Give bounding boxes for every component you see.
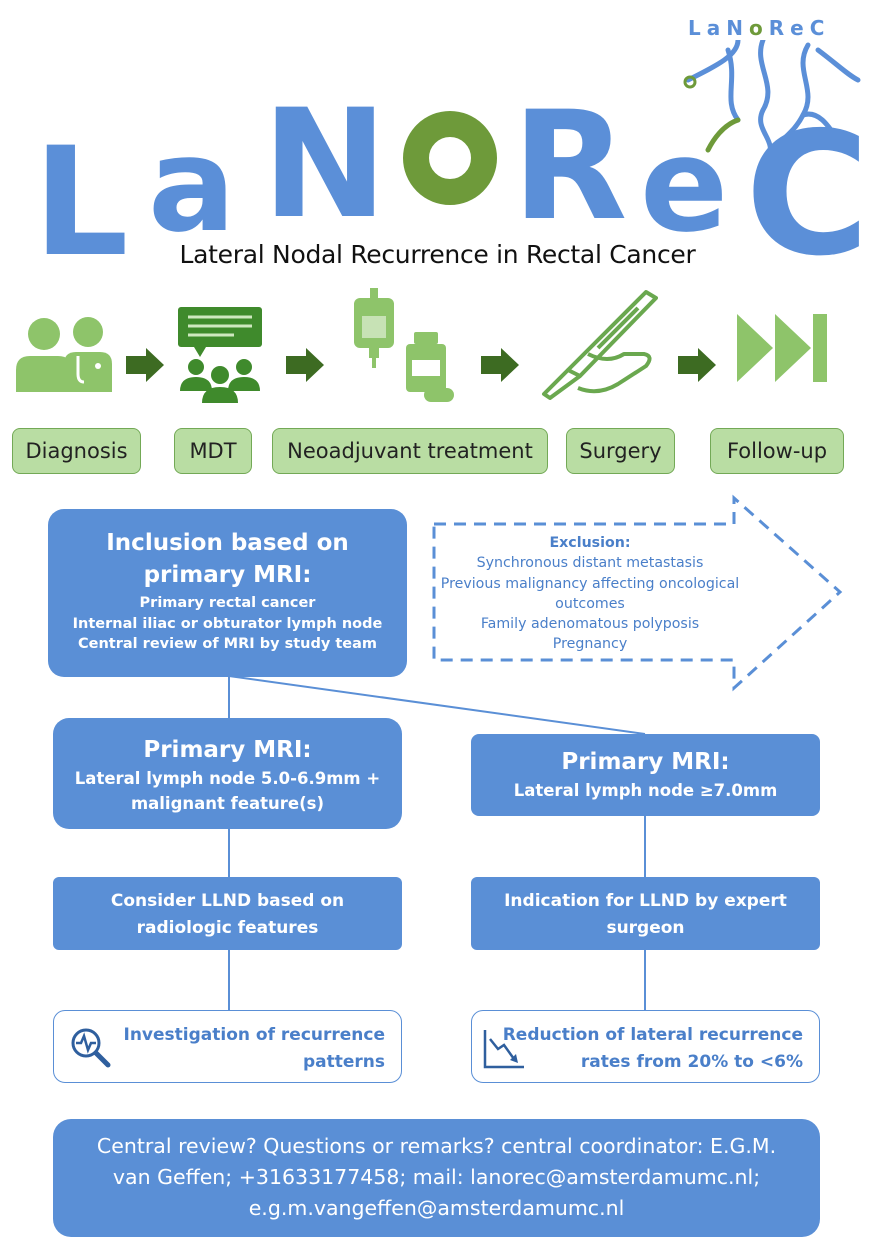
- logo-letter-a: a: [148, 109, 236, 261]
- lymph-vessels-logo-icon: [683, 40, 861, 161]
- left-action-box: Consider LLND based on radiologic featur…: [53, 877, 402, 950]
- left-outcome-line-2: patterns: [302, 1052, 385, 1072]
- logo-letter-r: R: [512, 80, 628, 254]
- small-logo-part-1: LaN: [688, 16, 749, 40]
- team-meeting-icon: [178, 307, 262, 403]
- arrow-3-icon: [481, 348, 519, 382]
- fast-forward-icon: [737, 314, 827, 382]
- footer-line-3: e.g.m.vangeffen@amsterdamumc.nl: [248, 1196, 625, 1220]
- step-diagnosis: Diagnosis: [12, 428, 141, 474]
- logo-letter-o-circle: [403, 111, 497, 205]
- step-mdt: MDT: [174, 428, 252, 474]
- exclusion-text: Exclusion: Synchronous distant metastasi…: [440, 533, 740, 655]
- left-action-line-1: Consider LLND based on: [110, 891, 345, 911]
- contact-footer: Central review? Questions or remarks? ce…: [53, 1119, 820, 1237]
- inclusion-item-3: Central review of MRI by study team: [77, 636, 378, 652]
- left-mri-box: Primary MRI: Lateral lymph node 5.0-6.9m…: [53, 718, 402, 829]
- inclusion-title-2: primary MRI:: [143, 562, 312, 588]
- scalpel-hand-icon: [542, 290, 658, 400]
- arrow-1-icon: [126, 348, 164, 382]
- magnifier-pulse-icon: [71, 1028, 111, 1068]
- step-surgery: Surgery: [566, 428, 675, 474]
- left-mri-line-2: malignant feature(s): [130, 794, 325, 813]
- exclusion-item-3: outcomes: [555, 595, 625, 612]
- right-outcome-line-1: Reduction of lateral recurrence: [502, 1025, 803, 1045]
- left-action-line-2: radiologic features: [136, 918, 319, 938]
- right-mri-line-1: Lateral lymph node ≥7.0mm: [513, 781, 778, 800]
- small-logo-text: LaNoReC: [688, 16, 830, 40]
- footer-line-1: Central review? Questions or remarks? ce…: [96, 1134, 777, 1158]
- inclusion-item-1: Primary rectal cancer: [139, 595, 316, 611]
- logo-letter-c: C: [745, 96, 870, 294]
- logo-letter-l: L: [33, 116, 129, 290]
- exclusion-item-4: Family adenomatous polyposis: [480, 616, 700, 633]
- left-mri-title: Primary MRI:: [143, 737, 312, 763]
- inclusion-item-2: Internal iliac or obturator lymph node: [72, 615, 383, 632]
- subtitle: Lateral Nodal Recurrence in Rectal Cance…: [179, 240, 696, 269]
- right-action-line-2: surgeon: [606, 918, 685, 938]
- right-action-line-1: Indication for LLND by expert: [504, 891, 787, 911]
- logo-letter-n: N: [262, 78, 388, 252]
- inclusion-title-1: Inclusion based on: [106, 530, 349, 556]
- process-arrows: [126, 348, 716, 382]
- step-neoadjuvant: Neoadjuvant treatment: [272, 428, 548, 474]
- footer-line-2: van Geffen; +31633177458; mail: lanorec@…: [112, 1165, 761, 1189]
- exclusion-arrow: [432, 494, 843, 692]
- right-outcome-box: Reduction of lateral recurrence rates fr…: [471, 1010, 820, 1083]
- exclusion-item-5: Pregnancy: [552, 636, 628, 653]
- right-mri-title: Primary MRI:: [561, 749, 730, 775]
- exclusion-item-1: Synchronous distant metastasis: [476, 555, 704, 572]
- declining-chart-icon: [483, 1030, 524, 1069]
- exclusion-item-2: Previous malignancy affecting oncologica…: [440, 575, 740, 592]
- inclusion-box: Inclusion based on primary MRI: Primary …: [48, 509, 407, 677]
- small-logo-part-2: ReC: [768, 16, 831, 40]
- doctor-patient-icon: [16, 317, 112, 392]
- logo-letter-e: e: [640, 109, 729, 261]
- left-outcome-line-1: Investigation of recurrence: [123, 1025, 386, 1045]
- left-outcome-box: Investigation of recurrence patterns: [53, 1010, 402, 1083]
- left-mri-line-1: Lateral lymph node 5.0-6.9mm +: [74, 769, 381, 788]
- arrow-2-icon: [286, 348, 324, 382]
- right-mri-box: Primary MRI: Lateral lymph node ≥7.0mm: [471, 734, 820, 816]
- right-action-box: Indication for LLND by expert surgeon: [471, 877, 820, 950]
- exclusion-title: Exclusion:: [549, 535, 631, 551]
- small-logo-o: o: [748, 16, 769, 40]
- iv-bag-pills-icon: [354, 288, 454, 402]
- arrow-4-icon: [678, 348, 716, 382]
- right-outcome-line-2: rates from 20% to <6%: [580, 1052, 803, 1072]
- step-follow-up: Follow-up: [710, 428, 844, 474]
